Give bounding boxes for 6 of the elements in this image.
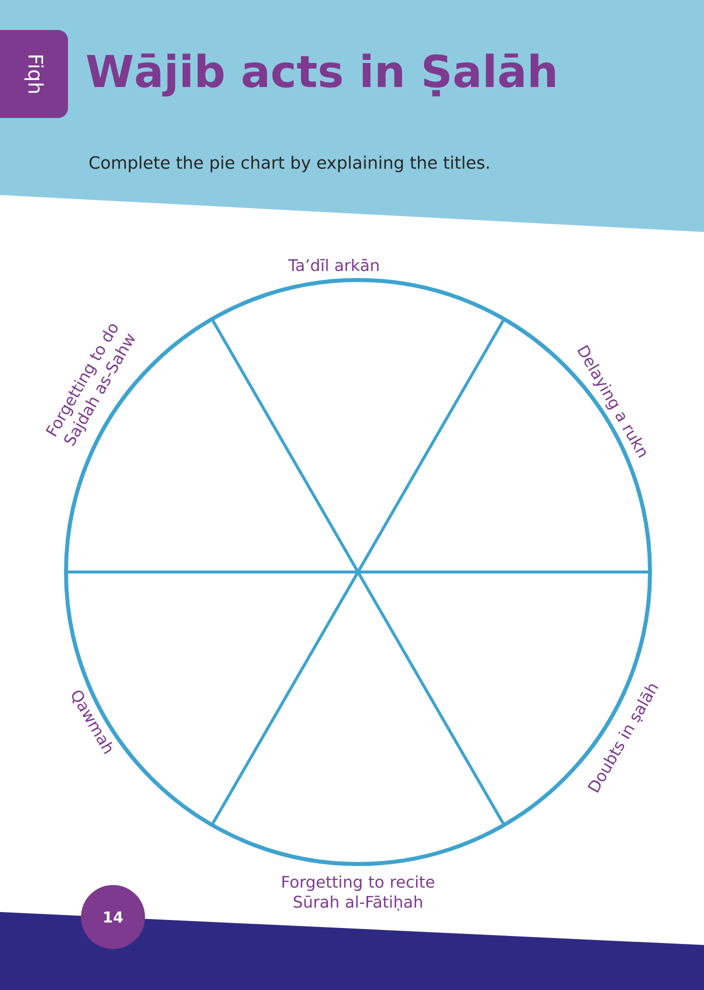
section-tab: Fiqh [0,30,68,118]
page-number-badge: 14 [81,885,145,949]
slice-title: Ta’dīl arkān [288,258,379,272]
page-title: Wājib acts in Ṣalāh [86,53,555,97]
slice-title: Forgetting to recite Sūrah al-Fātiḥah [282,875,434,911]
instruction-text: Complete the pie chart by explaining the titles. [90,156,489,172]
